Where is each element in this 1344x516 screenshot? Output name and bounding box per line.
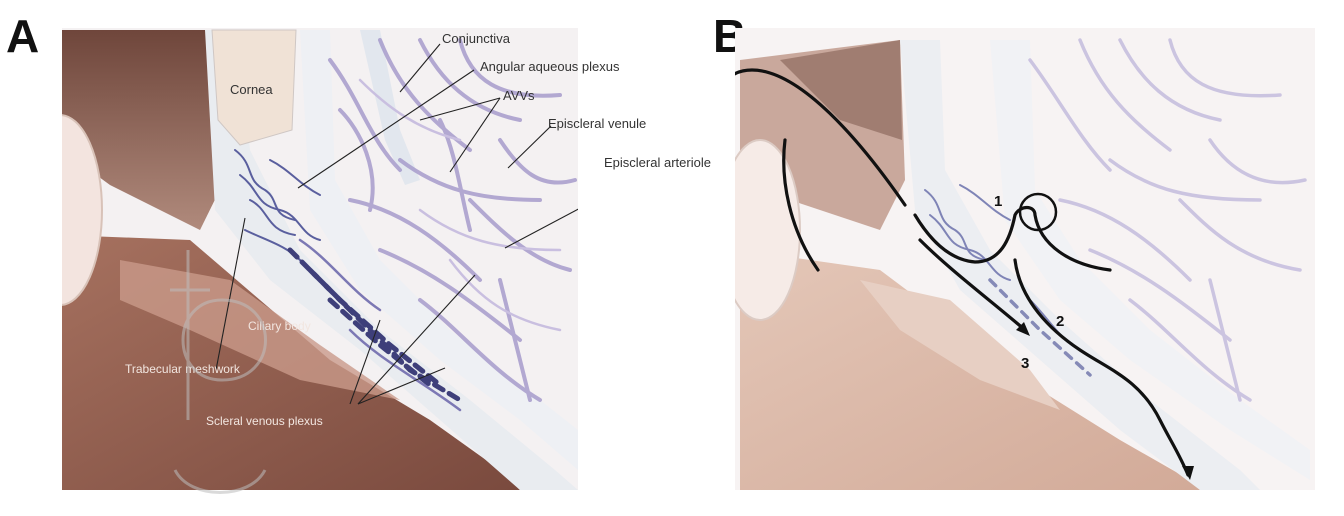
panel-b-illustration [719, 28, 1315, 490]
label-episcleral-venule: Episcleral venule [548, 116, 646, 131]
label-avvs: AVVs [503, 88, 535, 103]
label-trabecular-meshwork: Trabecular meshwork [125, 362, 241, 376]
pathway-3-label: 3 [1021, 355, 1029, 372]
panel-a: A [6, 10, 711, 490]
label-ciliary-body: Ciliary body [248, 319, 311, 333]
label-scleral-venous-plexus: Scleral venous plexus [206, 414, 323, 428]
label-episcleral-arteriole: Episcleral arteriole [604, 155, 711, 170]
panel-a-letter: A [6, 10, 39, 62]
label-cornea: Cornea [230, 82, 273, 97]
label-angular-plexus: Angular aqueous plexus [480, 59, 620, 74]
pathway-2-label: 2 [1056, 313, 1064, 330]
panel-b: B [713, 10, 1315, 490]
label-conjunctiva: Conjunctiva [442, 31, 511, 46]
pathway-1-label: 1 [994, 193, 1002, 210]
